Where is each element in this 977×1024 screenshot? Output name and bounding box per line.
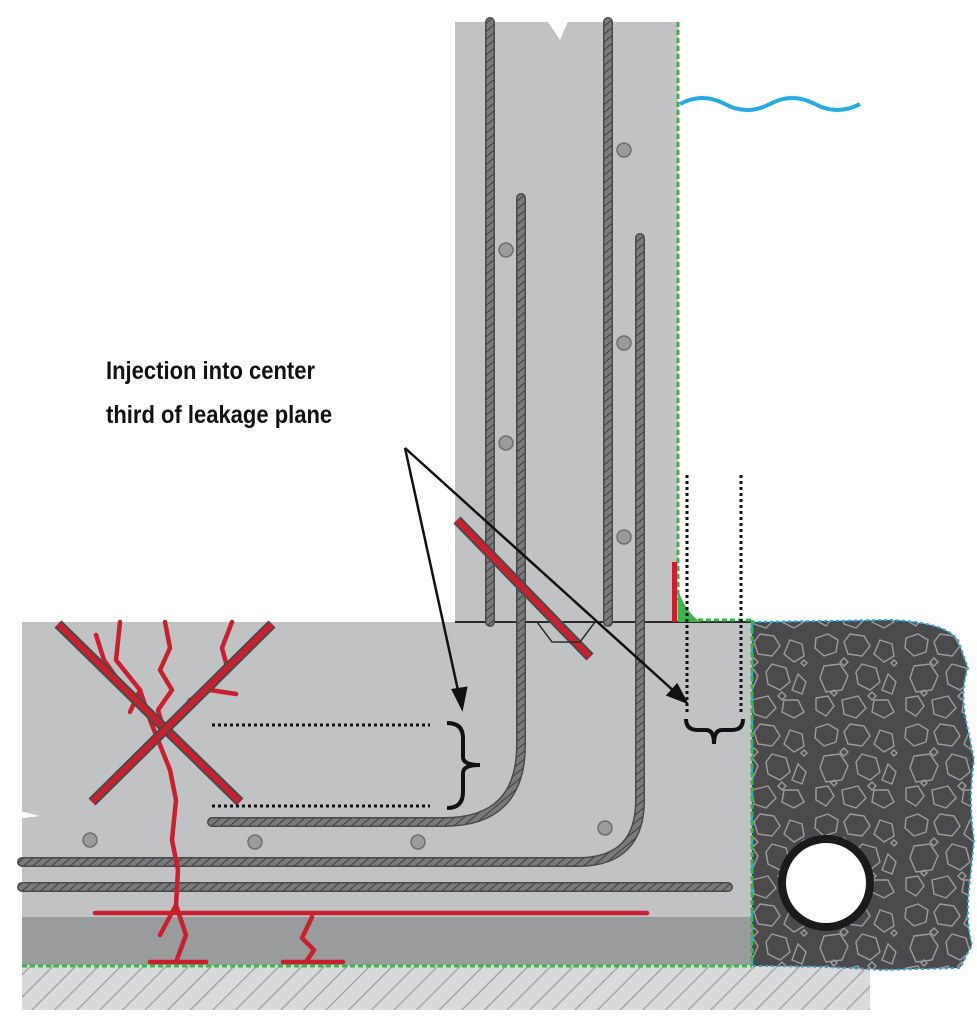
leakage-plane-guides <box>212 475 743 808</box>
leader-lines <box>403 447 689 712</box>
waterstop-fillet <box>678 590 700 622</box>
diagonal-red-rebars <box>54 516 594 806</box>
callout-line-1: Injection into center <box>106 357 316 385</box>
slab-base-layer <box>22 917 752 965</box>
rebar-section-dots <box>82 142 632 850</box>
injection-callout: Injection into center third of leakage p… <box>106 349 332 437</box>
soil-layer <box>22 965 870 1010</box>
callout-line-2: third of leakage plane <box>106 401 333 429</box>
gravel-backfill <box>751 618 976 972</box>
break-line-icon <box>548 12 582 40</box>
rebar-group <box>17 17 733 892</box>
break-line-icon <box>8 800 40 828</box>
drain-pipe-icon <box>778 835 874 931</box>
footing-slab <box>22 622 752 917</box>
water-surface-icon <box>679 96 861 112</box>
brace-wall <box>684 718 745 745</box>
brace-slab <box>446 721 481 810</box>
waterstop-strip <box>672 562 677 622</box>
waterproofing-membrane <box>22 22 754 968</box>
joint-notch <box>536 621 596 643</box>
